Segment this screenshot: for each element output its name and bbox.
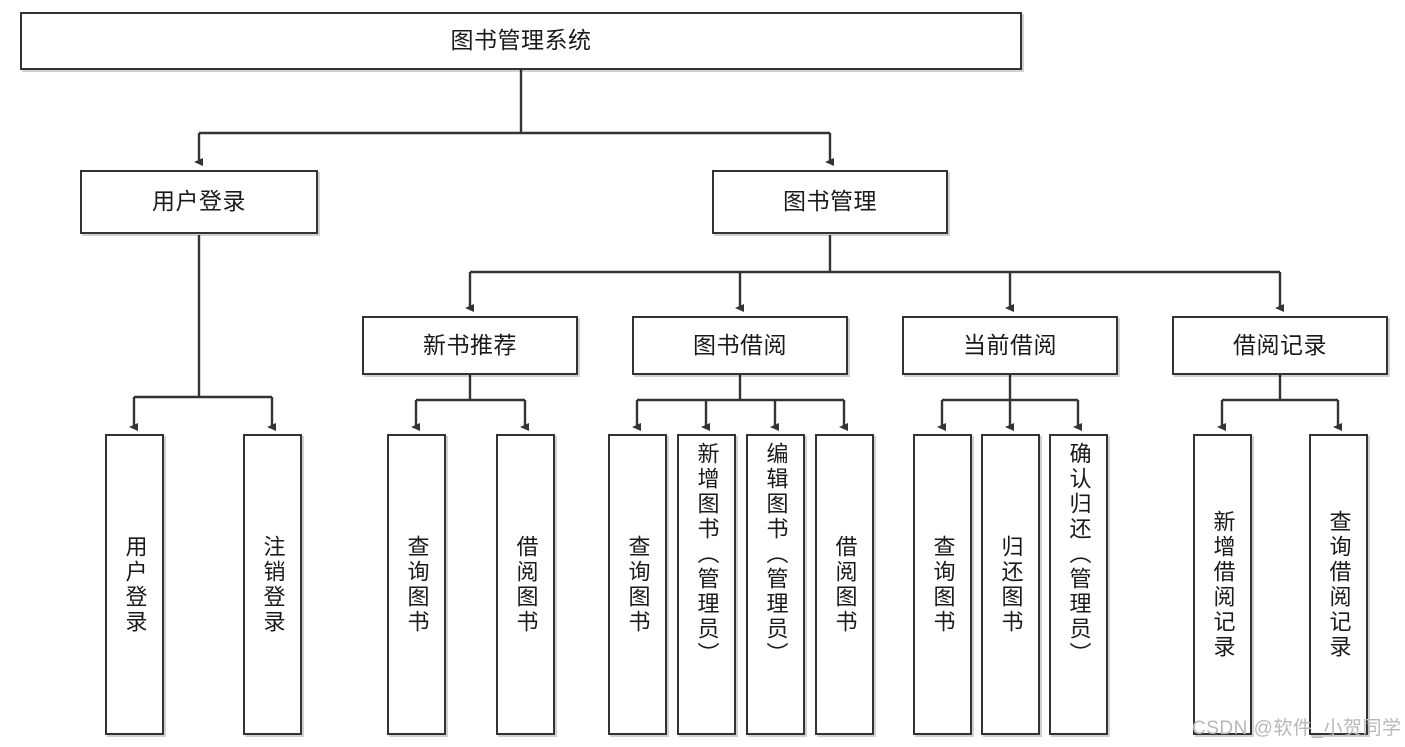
node-new-book-recommend[interactable]: 新书推荐 (362, 316, 578, 375)
node-leaf-query-record[interactable]: 查询借阅记录 (1309, 434, 1368, 735)
csdn-watermark: CSDN @软件_小贺同学 (1192, 718, 1402, 739)
node-leaf-query-book-2[interactable]: 查询图书 (608, 434, 667, 735)
node-label: 借阅记录 (1233, 331, 1327, 358)
node-label: 借阅图书 (832, 534, 858, 635)
node-leaf-logout[interactable]: 注销登录 (243, 434, 302, 735)
node-user-login[interactable]: 用户登录 (80, 170, 318, 234)
node-label: 注销登录 (260, 534, 286, 635)
node-label: 查询图书 (930, 534, 956, 635)
node-label: 图书管理系统 (450, 27, 592, 54)
node-label: 用户登录 (152, 188, 246, 215)
node-label: 查询图书 (625, 534, 651, 635)
node-leaf-query-book-1[interactable]: 查询图书 (387, 434, 446, 735)
node-leaf-user-login[interactable]: 用户登录 (105, 434, 164, 735)
node-label: 编辑图书（管理员） (763, 442, 789, 667)
node-leaf-add-record[interactable]: 新增借阅记录 (1193, 434, 1252, 735)
node-label: 当前借阅 (963, 331, 1057, 358)
node-leaf-borrow-book-2[interactable]: 借阅图书 (815, 434, 874, 735)
node-leaf-query-book-3[interactable]: 查询图书 (913, 434, 972, 735)
node-label: 归还图书 (998, 534, 1024, 635)
node-book-management[interactable]: 图书管理 (712, 170, 948, 234)
node-label: 确认归还（管理员） (1066, 442, 1092, 667)
node-label: 新书推荐 (423, 331, 517, 358)
node-leaf-edit-book[interactable]: 编辑图书（管理员） (746, 434, 805, 735)
node-leaf-borrow-book-1[interactable]: 借阅图书 (496, 434, 555, 735)
node-book-borrow[interactable]: 图书借阅 (632, 316, 848, 375)
node-leaf-return-book[interactable]: 归还图书 (981, 434, 1040, 735)
node-leaf-add-book[interactable]: 新增图书（管理员） (677, 434, 736, 735)
node-leaf-confirm-return[interactable]: 确认归还（管理员） (1049, 434, 1108, 735)
node-label: 查询借阅记录 (1326, 509, 1352, 660)
node-root-system[interactable]: 图书管理系统 (20, 12, 1022, 70)
node-borrow-record[interactable]: 借阅记录 (1172, 316, 1388, 375)
node-label: 借阅图书 (513, 534, 539, 635)
node-label: 新增图书（管理员） (694, 442, 720, 667)
node-current-borrow[interactable]: 当前借阅 (902, 316, 1118, 375)
node-label: 查询图书 (404, 534, 430, 635)
node-label: 图书借阅 (693, 331, 787, 358)
node-label: 新增借阅记录 (1210, 509, 1236, 660)
node-label: 用户登录 (122, 534, 148, 635)
node-label: 图书管理 (783, 188, 877, 215)
